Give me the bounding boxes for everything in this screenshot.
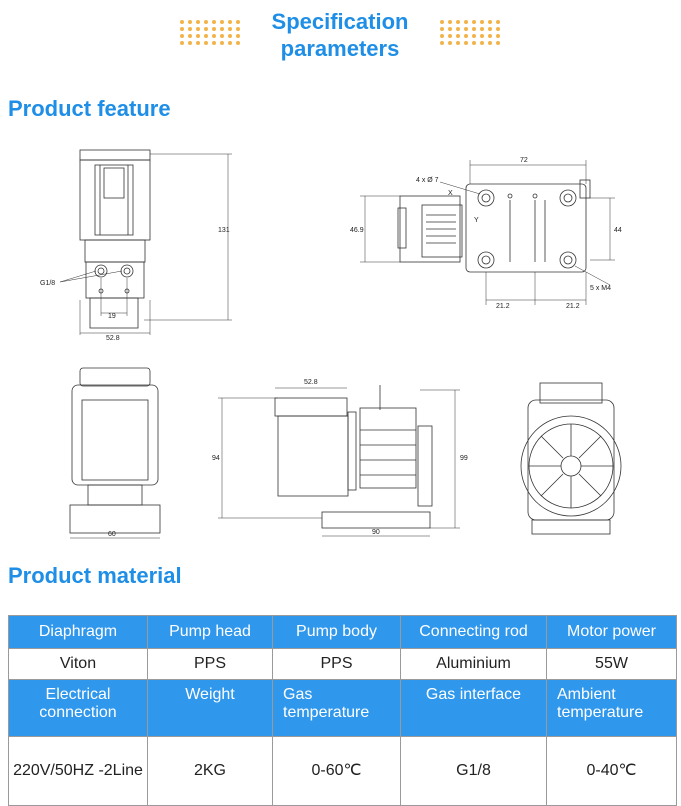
header-cell: Gas temperature <box>272 679 401 737</box>
dim-back-width: 60 <box>108 531 116 538</box>
material-table: Diaphragm Pump head Pump body Connecting… <box>8 615 677 806</box>
dim-offset-left: 21.2 <box>496 303 510 310</box>
dim-side-head: 52.8 <box>304 379 318 386</box>
value-cell: PPS <box>272 648 401 680</box>
header-cell: Connecting rod <box>400 615 547 649</box>
dim-axis-x: X <box>448 190 453 197</box>
header-cell: Electrical connection <box>8 679 148 737</box>
dim-port-label: G1/8 <box>40 280 55 287</box>
dim-screws: 5 x M4 <box>590 285 611 292</box>
product-material-heading: Product material <box>8 563 182 588</box>
product-feature-heading: Product feature <box>8 96 171 121</box>
dim-top-side: 44 <box>614 227 622 234</box>
dim-top-width: 72 <box>520 157 528 164</box>
front-view <box>59 149 232 335</box>
table-header-row: Diaphragm Pump head Pump body Connecting… <box>8 615 677 649</box>
header-cell: Weight <box>147 679 273 737</box>
decorative-dots-left <box>180 20 240 45</box>
table-header-row: Electrical connection Weight Gas tempera… <box>8 679 677 737</box>
dim-front-width: 52.8 <box>106 335 120 342</box>
dim-side-length: 90 <box>372 529 380 536</box>
value-cell: 220V/50HZ -2Line <box>8 736 148 806</box>
page-header: Specification parameters <box>0 8 681 64</box>
dim-holes: 4 x Ø 7 <box>416 177 439 184</box>
back-view <box>69 367 161 539</box>
header-cell: Ambient temperature <box>546 679 677 737</box>
dim-top-height: 46.9 <box>350 227 364 234</box>
technical-drawing: 131 19 52.8 G1/8 72 4 x Ø 7 46.9 44 5 x … <box>40 149 622 539</box>
value-cell: 55W <box>546 648 677 680</box>
page-title: Specification parameters <box>271 9 409 61</box>
value-cell: G1/8 <box>400 736 547 806</box>
table-row: 220V/50HZ -2Line 2KG 0-60℃ G1/8 0-40℃ <box>8 736 677 806</box>
value-cell: Aluminium <box>400 648 547 680</box>
header-cell: Pump head <box>147 615 273 649</box>
value-cell: Viton <box>8 648 148 680</box>
value-cell: 0-60℃ <box>272 736 401 806</box>
decorative-dots-right <box>440 20 500 45</box>
table-row: Viton PPS PPS Aluminium 55W <box>8 648 677 680</box>
header-cell: Pump body <box>272 615 401 649</box>
dim-front-port-spacing: 19 <box>108 313 116 320</box>
dim-side-height-left: 94 <box>212 455 220 462</box>
header-cell: Diaphragm <box>8 615 148 649</box>
header-cell: Motor power <box>546 615 677 649</box>
side-view <box>218 385 460 537</box>
top-view <box>360 160 615 305</box>
dim-front-height: 131 <box>218 227 230 234</box>
dim-side-height-right: 99 <box>460 455 468 462</box>
value-cell: 2KG <box>147 736 273 806</box>
fan-view <box>520 382 622 535</box>
value-cell: 0-40℃ <box>546 736 677 806</box>
header-cell: Gas interface <box>400 679 547 737</box>
value-cell: PPS <box>147 648 273 680</box>
dim-axis-y: Y <box>474 217 479 224</box>
dim-offset-right: 21.2 <box>566 303 580 310</box>
